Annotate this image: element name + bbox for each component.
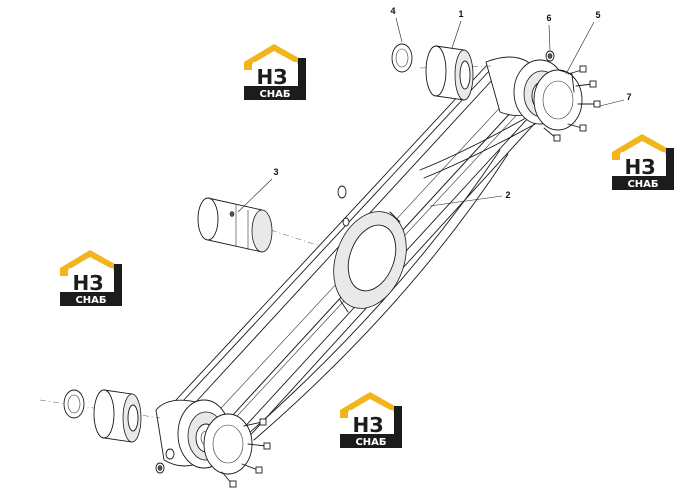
svg-text:6: 6 bbox=[546, 13, 551, 23]
svg-text:1: 1 bbox=[458, 9, 463, 19]
callout-6: 6 bbox=[546, 13, 552, 51]
svg-text:НЗ: НЗ bbox=[73, 271, 104, 295]
nut-top bbox=[545, 50, 555, 62]
callout-4: 4 bbox=[390, 6, 403, 43]
watermark-logo-2: НЗ СНАБ bbox=[612, 134, 674, 190]
svg-text:2: 2 bbox=[505, 190, 510, 200]
callout-2: 2 bbox=[429, 190, 511, 207]
svg-text:СНАБ: СНАБ bbox=[355, 437, 386, 448]
nut-bottom bbox=[155, 462, 165, 474]
grease-fitting-mid bbox=[337, 185, 350, 227]
callout-3: 3 bbox=[237, 167, 279, 213]
watermark-logo-3: НЗ СНАБ bbox=[60, 250, 122, 306]
center-boss bbox=[333, 211, 407, 313]
svg-text:СНАБ: СНАБ bbox=[627, 179, 658, 190]
watermark-logo-1: НЗ СНАБ bbox=[244, 44, 306, 100]
svg-text:5: 5 bbox=[595, 10, 600, 20]
svg-text:7: 7 bbox=[626, 92, 631, 102]
svg-text:НЗ: НЗ bbox=[353, 413, 384, 437]
svg-text:4: 4 bbox=[390, 6, 395, 16]
bolts-bottom bbox=[221, 418, 271, 488]
svg-text:НЗ: НЗ bbox=[625, 155, 656, 179]
callout-5: 5 bbox=[565, 10, 601, 75]
svg-text:СНАБ: СНАБ bbox=[259, 89, 290, 100]
sleeve bbox=[197, 197, 321, 253]
seal-bottom bbox=[63, 389, 85, 419]
watermark-logo-4: НЗ СНАБ bbox=[340, 392, 402, 448]
bolts-top bbox=[543, 65, 601, 142]
svg-text:3: 3 bbox=[273, 167, 278, 177]
callout-7: 7 bbox=[599, 92, 632, 107]
svg-text:СНАБ: СНАБ bbox=[75, 295, 106, 306]
seal-top bbox=[391, 43, 413, 73]
bushing-top bbox=[419, 45, 493, 101]
bushing-bottom bbox=[39, 389, 161, 443]
callout-1: 1 bbox=[451, 9, 464, 49]
svg-text:НЗ: НЗ bbox=[257, 65, 288, 89]
flange-top bbox=[533, 69, 583, 131]
